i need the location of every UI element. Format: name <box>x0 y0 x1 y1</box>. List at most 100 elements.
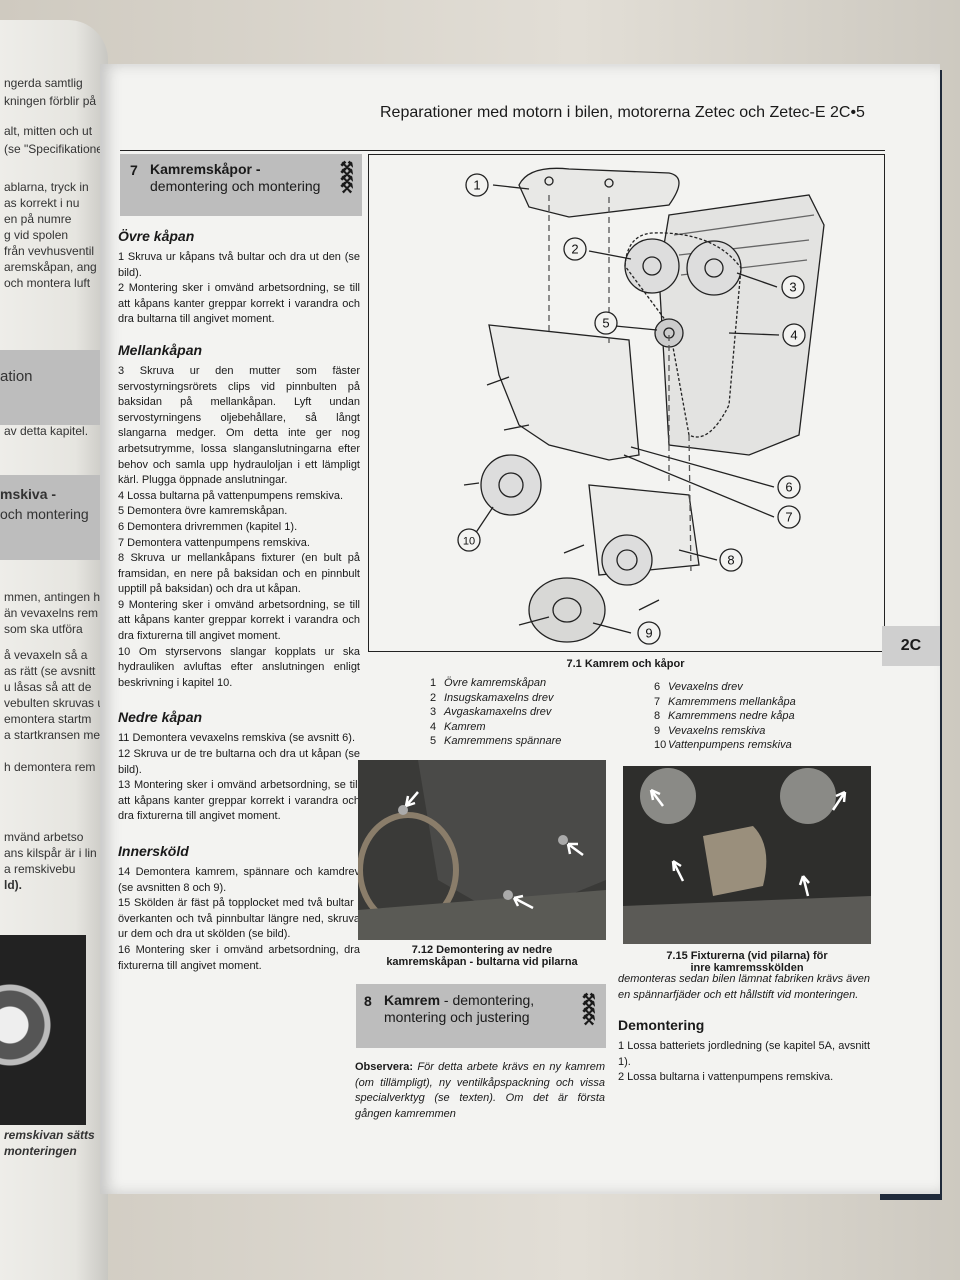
photo-7-12-image <box>358 760 606 940</box>
step-7: 7 Demontera vattenpumpens remskiva. <box>118 536 310 549</box>
subheading-inner: Innersköld <box>118 843 189 859</box>
step-10: 10 Om styrservons slangar kopplats ur sk… <box>118 645 360 689</box>
left-fragment: emontera startm <box>4 712 92 726</box>
left-fragment: remskivan sätts <box>4 1128 95 1142</box>
callout-6: 6 <box>777 475 801 499</box>
callout-10: 10 <box>457 528 481 552</box>
section-subtitle: demontering och montering <box>150 178 321 194</box>
left-section-band <box>0 350 104 425</box>
left-fragment: a remskivebu <box>4 862 76 876</box>
step-14: 14 Demontera kamrem, spännare och kamdre… <box>118 866 360 894</box>
callout-label: 7 <box>785 510 792 525</box>
left-fragment: mmen, antingen hel <box>4 590 108 604</box>
callout-5: 5 <box>594 311 618 335</box>
exploded-view-drawing: 1 2 3 5 4 6 7 8 10 9 <box>457 167 825 645</box>
callout-8: 8 <box>719 548 743 572</box>
left-fragment: mskiva - <box>0 486 57 502</box>
photo-7-15-image <box>623 766 871 944</box>
column-1: Övre kåpan 1 Skruva ur kåpans två bultar… <box>118 228 360 974</box>
photo-7-15-caption: 7.15 Fixturerna (vid pilarna) för inre k… <box>666 950 828 974</box>
left-fragment: å vevaxeln så a <box>4 648 88 662</box>
section-8-heading: 8 Kamrem - demontering, montering och ju… <box>356 984 606 1048</box>
step-13: 13 Montering sker i omvänd arbetsordning… <box>118 779 360 823</box>
step-16: 16 Montering sker i omvänd arbetsordning… <box>118 943 360 972</box>
left-fragment: och montera luft <box>4 276 91 290</box>
left-fragment: monteringen <box>4 1144 77 1158</box>
left-fragment: kningen förblir på <box>4 94 97 108</box>
callout-label: 10 <box>463 536 475 548</box>
left-fragment: as rätt (se avsnitt <box>4 664 96 678</box>
subheading-demontering: Demontering <box>618 1017 705 1034</box>
step-12: 12 Skruva ur de tre bultarna och dra ut … <box>118 748 360 776</box>
section-subtitle: montering och justering <box>384 1009 530 1025</box>
subheading-lower: Nedre kåpan <box>118 709 203 726</box>
spanner-rating-icon: ⚒⚒⚒⚒ <box>340 159 353 197</box>
left-fragment: alt, mitten och ut <box>4 124 93 138</box>
left-fragment: mvänd arbetso <box>4 830 84 844</box>
step-8-1: 1 Lossa batteriets jordledning (se kapit… <box>618 1040 870 1068</box>
callout-1: 1 <box>465 173 489 197</box>
step-6: 6 Demontera drivremmen (kapitel 1). <box>118 520 298 533</box>
left-fragment: u låsas så att de <box>4 680 92 694</box>
photo-7-12-caption: 7.12 Demontering av nedre kamremskåpan -… <box>386 944 578 968</box>
left-fragment: vebulten skruvas u <box>4 696 105 710</box>
callout-label: 3 <box>789 280 796 295</box>
callout-3: 3 <box>781 275 805 299</box>
step-15: 15 Skölden är fäst på topplocket med två… <box>118 897 360 941</box>
left-fragment: som ska utföra <box>4 622 83 636</box>
callout-label: 9 <box>645 626 652 641</box>
callout-9: 9 <box>637 621 661 645</box>
callout-label: 6 <box>785 480 792 495</box>
subheading-middle: Mellankåpan <box>118 341 203 358</box>
step-1: 1 Skruva ur kåpans två bultar och dra ut… <box>118 251 360 279</box>
left-section-band <box>0 475 104 560</box>
left-fragment: ld). <box>4 878 22 892</box>
left-fragment: (se "Specifikatione <box>4 142 103 156</box>
callout-4: 4 <box>782 323 806 347</box>
callout-label: 8 <box>727 553 734 568</box>
callout-label: 2 <box>571 242 578 257</box>
section-title: Kamremskåpor - <box>150 161 261 177</box>
left-fragment: än vevaxelns rem <box>4 606 99 620</box>
callout-7: 7 <box>777 505 801 529</box>
left-fragment: av detta kapitel. <box>4 424 89 438</box>
left-fragment: ablarna, tryck in <box>4 180 89 194</box>
subheading-upper: Övre kåpan <box>118 228 195 244</box>
spanner-rating-icon: ⚒⚒⚒⚒ <box>582 991 595 1029</box>
running-header: Reparationer med motorn i bilen, motorer… <box>380 104 865 121</box>
left-fragment: g vid spolen <box>4 228 69 242</box>
column-3: demonteras sedan bilen lämnat fabriken k… <box>618 972 870 1086</box>
left-fragment: ngerda samtlig <box>4 76 83 90</box>
left-page: ngerda samtlig kningen förblir på alt, m… <box>0 20 108 1280</box>
left-fragment: ans kilspår är i lin <box>4 846 97 860</box>
left-fragment: a startkransen me <box>4 728 101 742</box>
step-5: 5 Demontera övre kamremskåpan. <box>118 505 288 518</box>
left-photo <box>0 935 86 1125</box>
callout-label: 5 <box>602 316 609 331</box>
note-continued: demonteras sedan bilen lämnat fabriken k… <box>618 973 870 1001</box>
callout-label: 4 <box>790 328 797 343</box>
header-rule <box>120 150 885 151</box>
section-7-heading: 7 Kamremskåpor - demontering och monteri… <box>120 154 362 216</box>
left-fragment: ation <box>0 368 33 385</box>
photo-7-12 <box>358 760 606 940</box>
step-11: 11 Demontera vevaxelns remskiva (se avsn… <box>118 732 355 745</box>
section-8-note: Observera: För detta arbete krävs en ny … <box>355 1061 605 1120</box>
timing-belt-diagram: 1 2 3 5 4 6 7 8 10 9 <box>368 154 885 652</box>
left-fragment: aremskåpan, ang <box>4 260 97 274</box>
callout-label: 1 <box>473 178 480 193</box>
callout-2: 2 <box>563 237 587 261</box>
step-8: 8 Skruva ur mellankåpans fixturer (en bu… <box>118 552 360 596</box>
left-fragment: as korrekt i nu <box>4 196 80 210</box>
section-number: 8 <box>364 993 372 1009</box>
step-2: 2 Montering sker i omvänd arbetsordning,… <box>118 282 360 326</box>
